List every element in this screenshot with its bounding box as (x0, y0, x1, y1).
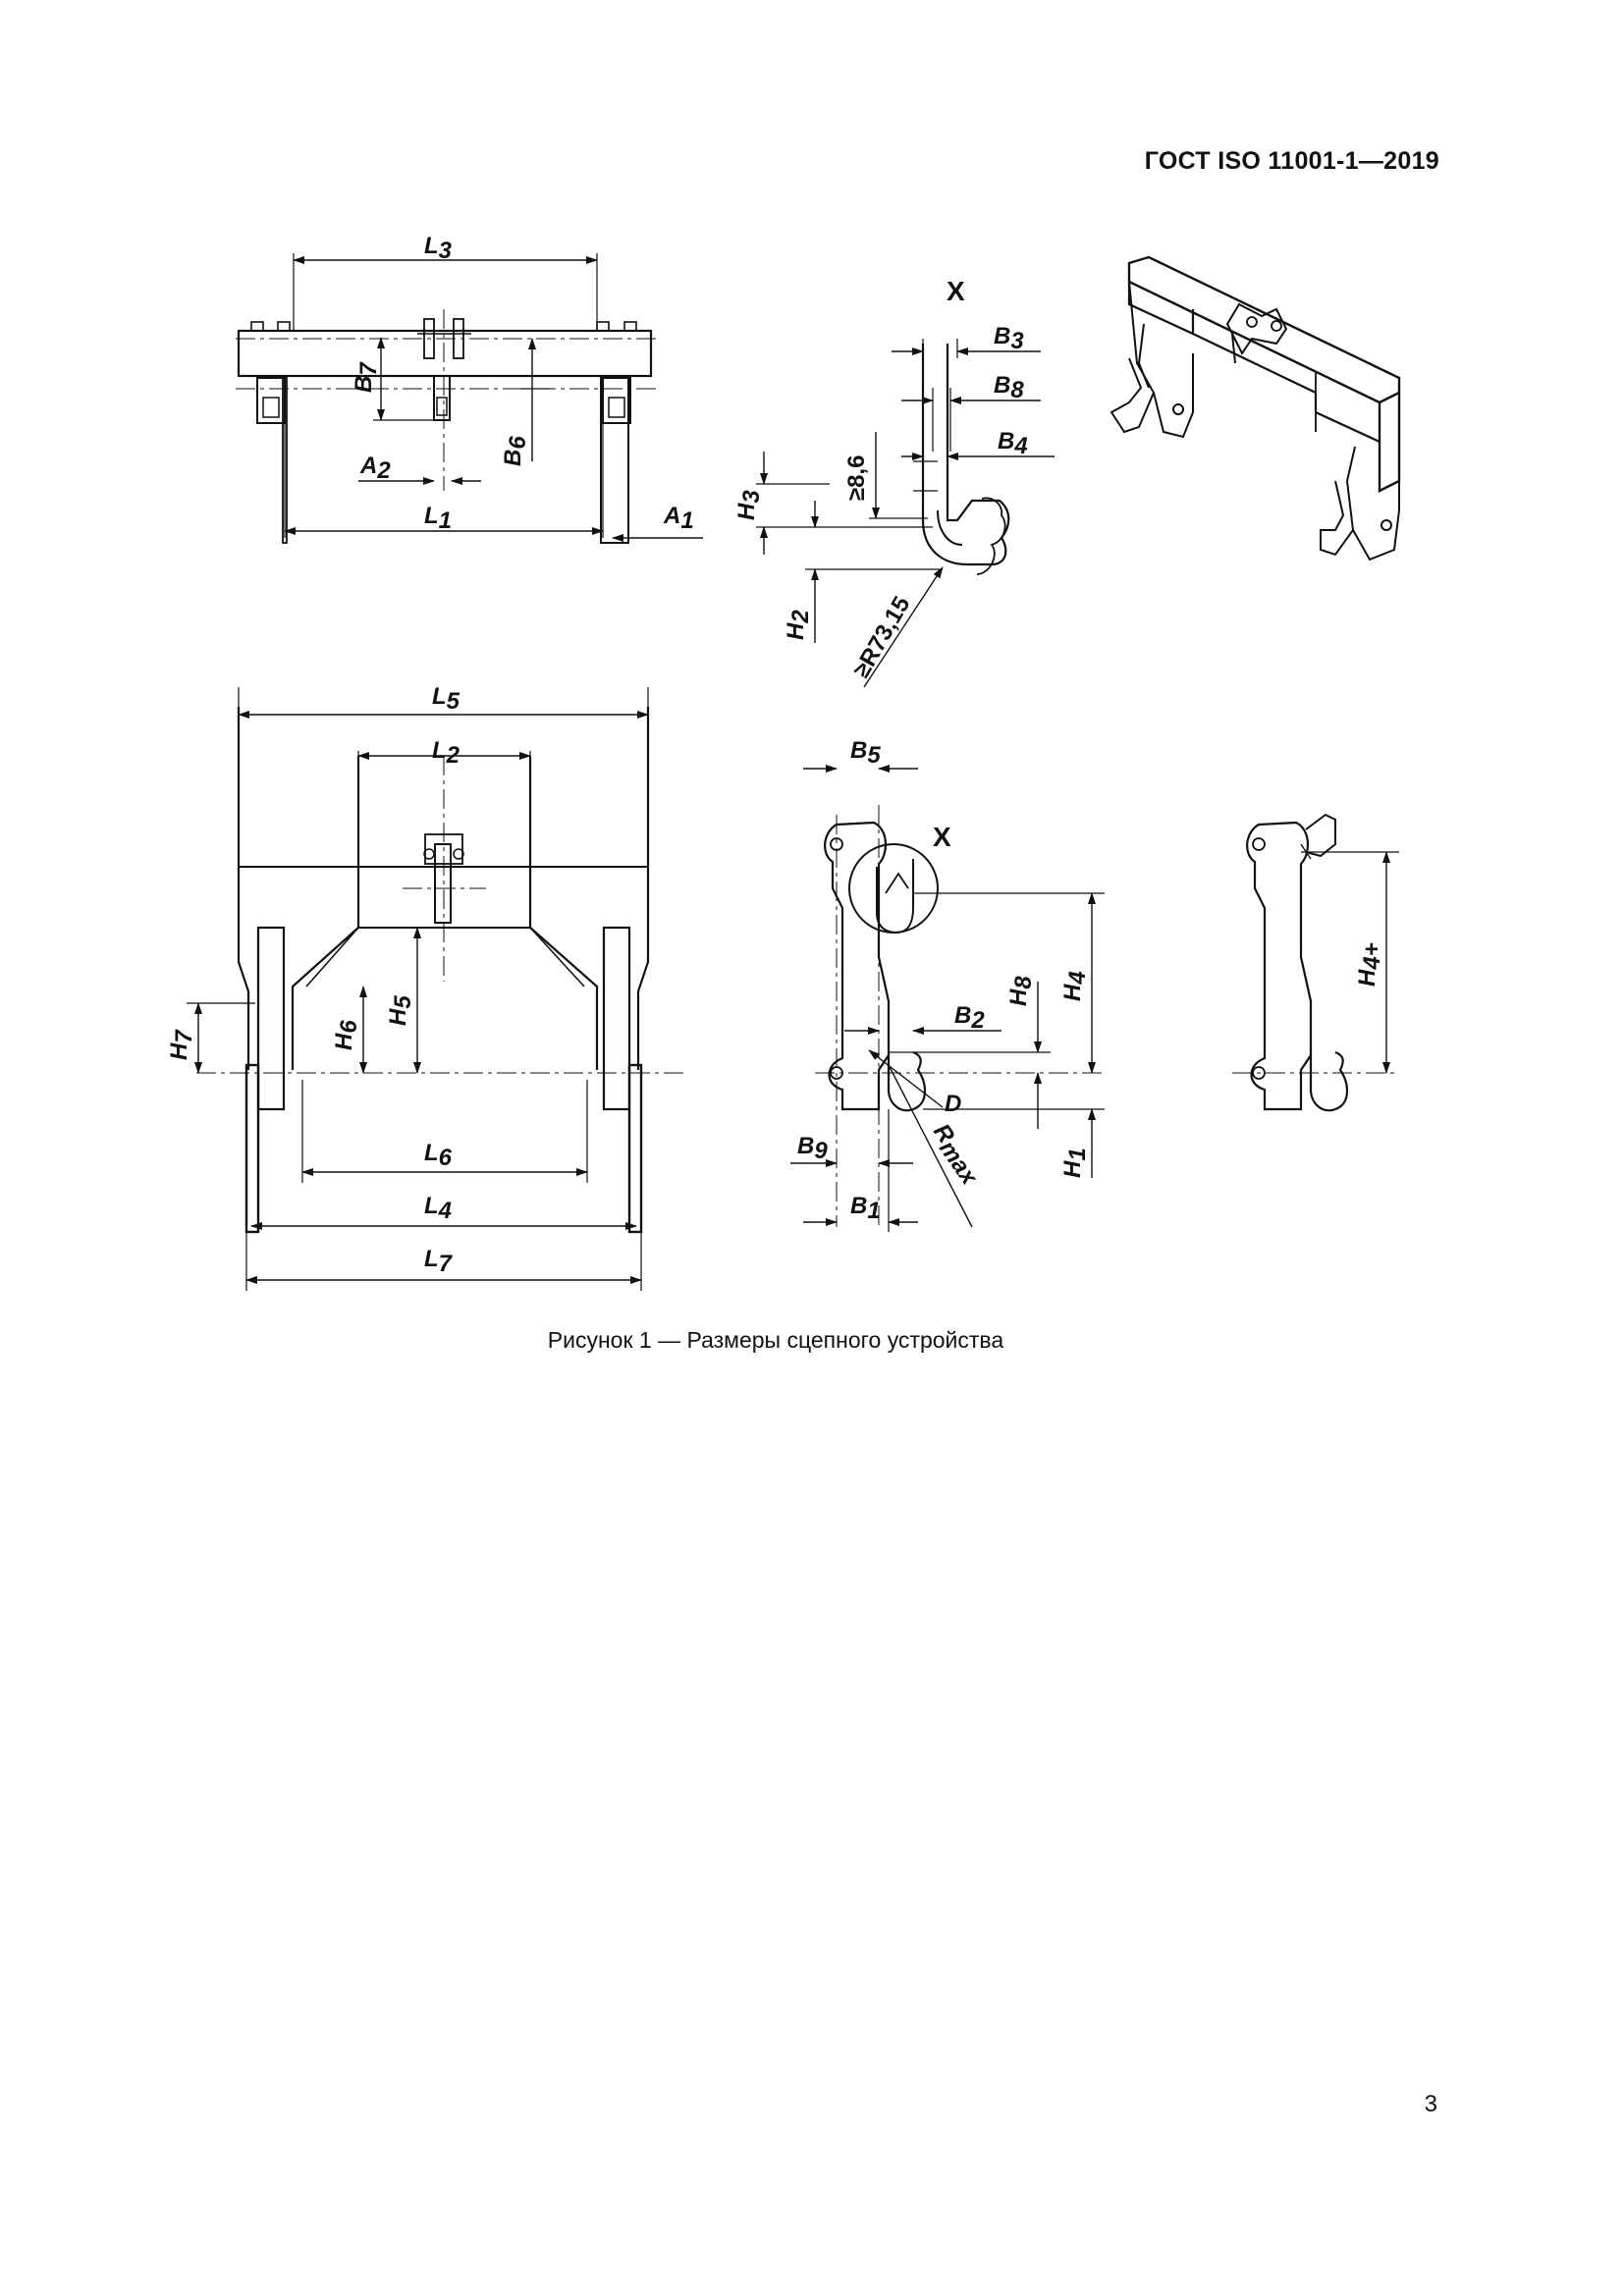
detail-marker-x: X (947, 276, 965, 306)
value-min-thickness: ≥8,6 (843, 454, 870, 501)
label-a1: A1 (663, 503, 694, 534)
label-b6: B6 (500, 436, 531, 466)
standard-header: ГОСТ ISO 11001-1—2019 (1144, 147, 1439, 175)
label-b8: B8 (994, 372, 1024, 403)
label-b1: B1 (850, 1193, 881, 1224)
detail-x-section: X B3 B8 B4 ≥8,6 H3 H2 (733, 276, 1055, 688)
label-rmax: Rmax (924, 1119, 988, 1191)
front-view: L5 L2 H7 H6 H5 L6 L4 L7 (166, 683, 687, 1291)
label-h6: H6 (331, 1020, 362, 1050)
top-view: L3 L1 A1 A2 B7 B6 (236, 233, 703, 544)
label-h7: H7 (166, 1029, 197, 1060)
label-l3: L3 (424, 233, 453, 264)
label-h5: H5 (385, 995, 416, 1026)
label-h2: H2 (783, 610, 814, 640)
label-h4plus: H4+ (1354, 942, 1385, 987)
label-l2: L2 (432, 737, 460, 769)
isometric-view (1110, 255, 1401, 561)
label-l1: L1 (424, 503, 452, 534)
label-l6: L6 (424, 1140, 453, 1171)
label-b7: B7 (351, 361, 382, 393)
label-d: D (945, 1091, 961, 1117)
detail-marker-x-2: X (933, 822, 951, 852)
label-b4: B4 (998, 428, 1028, 459)
label-l4: L4 (424, 1193, 452, 1224)
figure-caption: Рисунок 1 — Размеры сцепного устройства (547, 1327, 1004, 1353)
label-b3: B3 (994, 323, 1024, 354)
label-a2: A2 (359, 453, 391, 484)
label-b2: B2 (954, 1002, 985, 1034)
label-l5: L5 (432, 683, 460, 715)
page-number: 3 (1424, 2091, 1437, 2117)
label-h4: H4 (1059, 971, 1091, 1001)
label-h3: H3 (733, 490, 765, 520)
label-b5: B5 (850, 737, 881, 769)
side-view: X B5 H4 H8 H1 B2 D Rmax (790, 737, 1105, 1232)
label-l7: L7 (424, 1246, 454, 1277)
label-h1: H1 (1059, 1148, 1091, 1178)
label-h8: H8 (1005, 976, 1037, 1006)
label-b9: B9 (797, 1133, 828, 1164)
value-min-radius: ≥R73,15 (848, 592, 916, 682)
side-view-variant: H4+ (1232, 813, 1399, 1112)
